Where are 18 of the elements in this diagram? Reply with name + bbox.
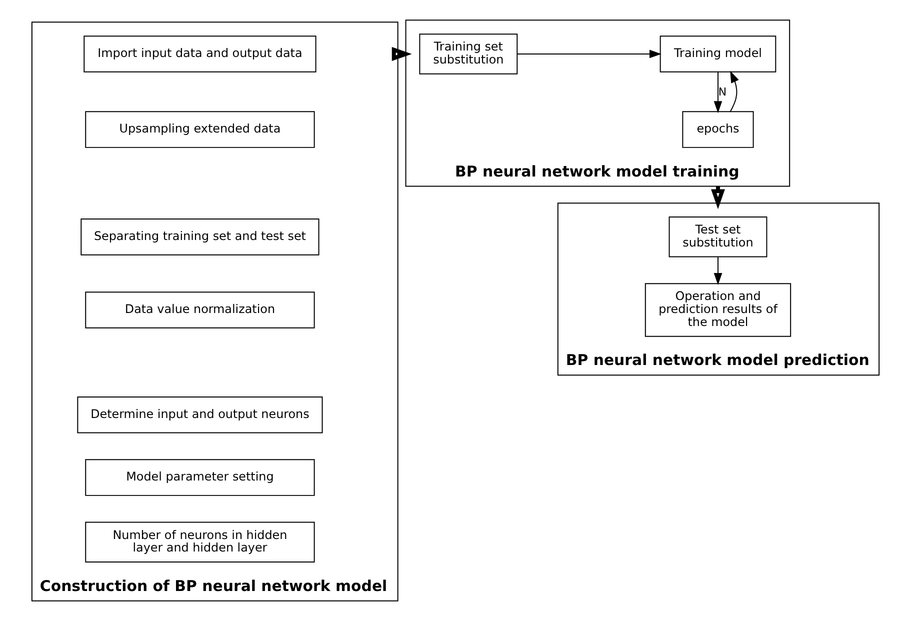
node-box: Training model (659, 36, 776, 72)
arrow (391, 47, 412, 61)
arrow (713, 256, 722, 285)
node-box: Upsampling extended data (84, 111, 314, 148)
arrow (713, 72, 722, 114)
arrow (729, 70, 738, 112)
edge-label: N (718, 86, 726, 99)
node-box: Model parameter setting (84, 459, 314, 496)
node-box: Separating training set and test set (80, 218, 319, 256)
node-box: Determine input and output neurons (76, 396, 322, 434)
node-box: Operation and prediction results of the model (644, 283, 791, 337)
node-box: Import input data and output data (83, 36, 316, 72)
node-box: Training set substitution (418, 34, 518, 74)
node-box: Data value normalization (84, 292, 314, 328)
arrow (516, 50, 661, 58)
node-box: Test set substitution (668, 216, 767, 258)
node-box: epochs (682, 111, 754, 148)
node-box: Number of neurons in hidden layer and hidden layer (84, 522, 314, 563)
